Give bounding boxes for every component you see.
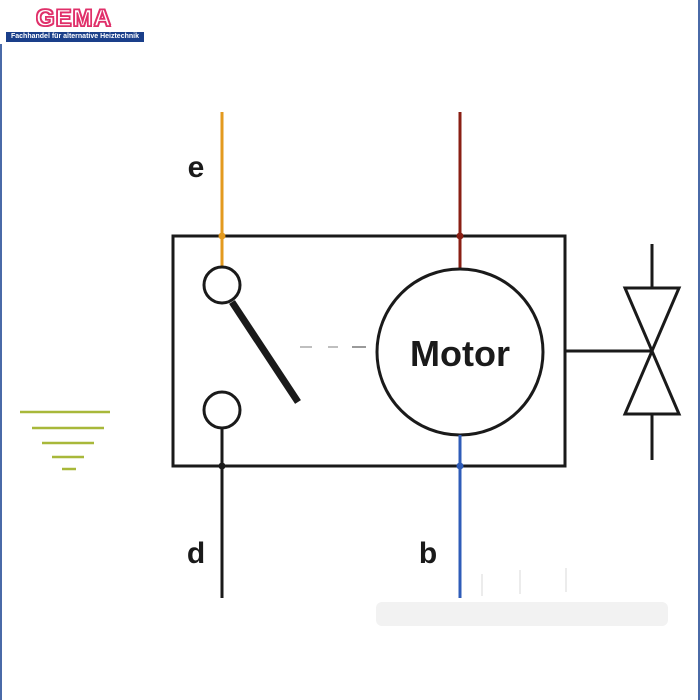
switch-contact-bottom <box>202 390 242 430</box>
valve-triangle-bottom <box>622 347 682 416</box>
gema-logo: GEMA Fachhandel für alternative Heiztech… <box>6 4 144 44</box>
junction-d <box>218 462 226 470</box>
valve-triangle-top <box>622 286 682 355</box>
frame-right-border <box>698 0 700 700</box>
terminal-label-b: b <box>419 537 437 570</box>
switch-contact-top <box>202 265 242 305</box>
watermark-banner <box>376 602 668 626</box>
terminal-label-e: e <box>188 151 205 184</box>
switch-blade <box>229 300 301 404</box>
junction-motor-top <box>456 232 464 240</box>
motor-label: Motor <box>410 333 510 374</box>
logo-subtitle: Fachhandel für alternative Heiztechnik <box>6 32 144 42</box>
frame-left-border <box>0 44 2 700</box>
terminal-label-d: d <box>187 537 205 570</box>
logo-title: GEMA <box>35 5 112 33</box>
junction-e <box>218 232 226 240</box>
junction-b <box>456 462 464 470</box>
